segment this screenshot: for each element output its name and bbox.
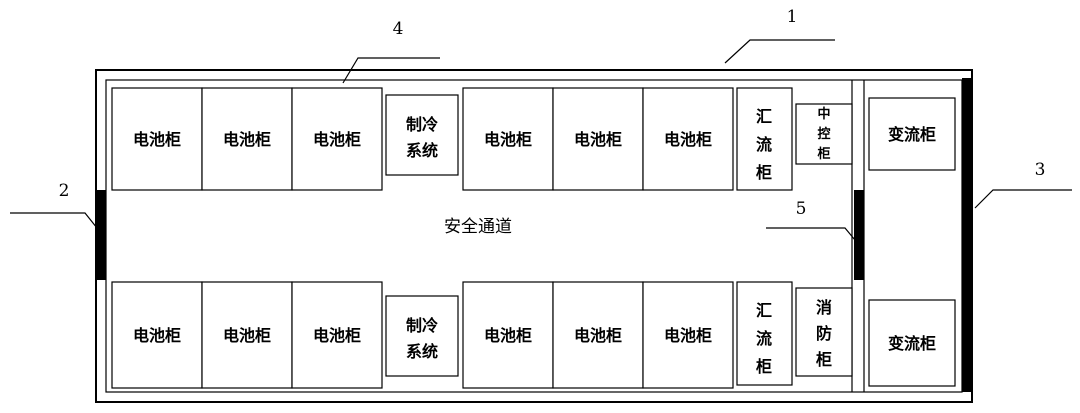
callout-5-leader — [766, 227, 856, 241]
bottom-combiner-label-line2: 流 — [756, 329, 772, 348]
bottom-fire-cabinet — [795, 287, 853, 377]
top-battery-label-1: 电池柜 — [133, 130, 181, 149]
bottom-battery-cabinet-3 — [291, 281, 383, 389]
top-combiner-label-line3: 柜 — [756, 163, 772, 182]
callout-3-number: 3 — [1035, 160, 1046, 180]
top-battery-cabinet-4 — [462, 87, 554, 191]
bottom-cooling-system — [385, 295, 459, 377]
top-battery-label-5: 电池柜 — [574, 130, 622, 149]
callout-4-number: 4 — [393, 19, 404, 39]
top-battery-label-3: 电池柜 — [313, 130, 361, 149]
top-combiner-label-line2: 流 — [756, 135, 772, 154]
bottom-battery-cabinet-6 — [642, 281, 734, 389]
top-cooling-label-line2: 系统 — [406, 141, 438, 160]
top-converter-cabinet — [868, 97, 956, 171]
top-combiner-label-line1: 汇 — [756, 107, 772, 126]
door-right — [962, 78, 973, 392]
top-control-label-line2: 控 — [817, 126, 830, 142]
bottom-cooling-label-line2: 系统 — [406, 342, 438, 361]
aisle-label: 安全通道 — [444, 217, 512, 237]
top-cooling-label-line1: 制冷 — [406, 115, 438, 134]
top-control-label-line3: 柜 — [816, 146, 830, 162]
bottom-converter-cabinet — [868, 299, 956, 387]
top-battery-cabinet-1 — [111, 87, 203, 191]
bottom-battery-cabinet-1 — [111, 281, 203, 389]
bottom-converter-label: 变流柜 — [888, 334, 936, 353]
top-converter-label: 变流柜 — [888, 125, 936, 144]
bottom-fire-label-line3: 柜 — [816, 350, 832, 369]
bottom-battery-label-5: 电池柜 — [574, 326, 622, 345]
bottom-battery-cabinet-2 — [201, 281, 293, 389]
bottom-combiner-label-line1: 汇 — [756, 301, 772, 320]
top-battery-cabinet-3 — [291, 87, 383, 191]
top-battery-label-2: 电池柜 — [223, 130, 271, 149]
bottom-combiner-label-line3: 柜 — [756, 357, 772, 376]
bottom-cooling-label-line1: 制冷 — [406, 316, 438, 335]
bottom-battery-label-4: 电池柜 — [484, 326, 532, 345]
door-left — [97, 190, 106, 280]
door-partition — [854, 190, 864, 280]
top-battery-label-6: 电池柜 — [664, 130, 712, 149]
callout-1-leader — [724, 39, 835, 64]
callout-5-number: 5 — [796, 199, 807, 219]
top-control-cabinet — [795, 103, 853, 165]
top-battery-cabinet-5 — [552, 87, 644, 191]
callout-3-leader — [974, 189, 1072, 209]
top-battery-cabinet-6 — [642, 87, 734, 191]
callout-4-leader — [342, 57, 440, 84]
callout-2-leader — [10, 212, 98, 229]
callout-2-number: 2 — [59, 181, 70, 201]
bottom-fire-label-line1: 消 — [816, 298, 832, 317]
top-cooling-system — [385, 94, 459, 176]
callout-1-number: 1 — [787, 7, 798, 27]
bottom-combiner-cabinet — [736, 281, 793, 386]
bottom-fire-label-line2: 防 — [816, 324, 832, 343]
bottom-battery-label-1: 电池柜 — [133, 326, 181, 345]
top-control-label-line1: 中 — [817, 106, 830, 122]
top-battery-label-4: 电池柜 — [484, 130, 532, 149]
bottom-battery-label-6: 电池柜 — [664, 326, 712, 345]
bottom-battery-label-3: 电池柜 — [313, 326, 361, 345]
top-combiner-cabinet — [736, 87, 793, 191]
bottom-battery-label-2: 电池柜 — [223, 326, 271, 345]
bottom-battery-cabinet-5 — [552, 281, 644, 389]
